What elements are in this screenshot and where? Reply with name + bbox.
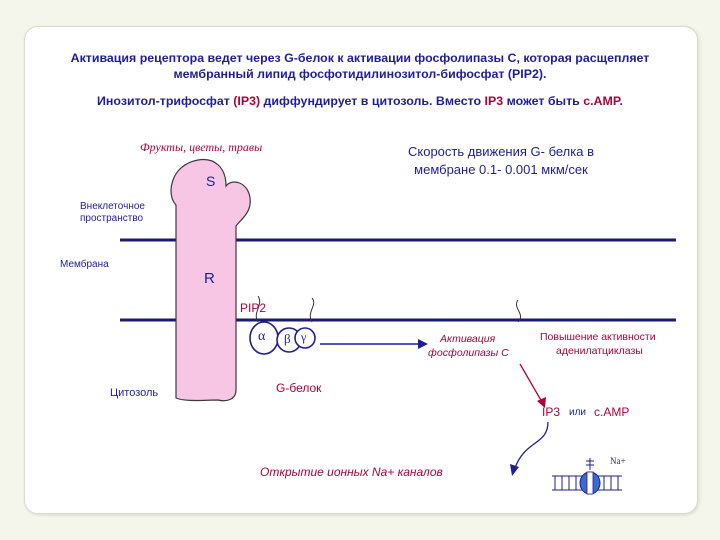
cytosol-label: Цитозоль: [110, 387, 159, 399]
plc-anchor: [516, 299, 522, 323]
receptor-shape: [170, 158, 251, 402]
ip3-label: IP3: [542, 405, 561, 419]
title-line-2: мембранный липид фосфотидилинозитол-бифо…: [173, 67, 547, 81]
na-channel-icon: [552, 458, 622, 495]
subtitle-ip3: (IP3): [233, 94, 261, 108]
beta-label: β: [284, 331, 291, 346]
ac-label-line-2: аденилатциклазы: [556, 345, 643, 357]
alpha-label: α: [258, 329, 266, 344]
extracellular-label-line-2: пространство: [80, 213, 144, 224]
subtitle-part-1: Инозитол-трифосфат: [97, 94, 234, 108]
g-protein-tail-2: [309, 297, 315, 323]
subtitle-part-5: может быть: [503, 94, 584, 108]
arrow-to-plc-head: [418, 339, 428, 349]
subtitle-camp: с.AMP: [583, 94, 620, 108]
subtitle-ip3-2: IP3: [484, 94, 504, 108]
g-gamma-subunit: [294, 327, 316, 349]
subtitle: Инозитол-трифосфат (IP3) диффундирует в …: [0, 94, 720, 108]
speed-label-line-1: Скорость движения G- белка в: [408, 144, 594, 159]
title-line-1: Активация рецептора ведет через G-белок …: [70, 51, 650, 65]
plc-to-ip3-arrow-head: [537, 397, 546, 408]
receptor-r-label: R: [204, 270, 215, 287]
ligands-label: Фрукты, цветы, травы: [140, 140, 263, 154]
camp-label: с.AMP: [594, 405, 630, 419]
g-protein-tail-1: [255, 295, 261, 323]
subtitle-part-7: .: [619, 94, 623, 108]
pip2-label: PIP2: [240, 301, 267, 315]
channels-label: Открытие ионных Na+ каналов: [260, 465, 443, 479]
ip3-to-channels-arrow-head: [510, 464, 519, 476]
ip3-to-channels-arrow: [514, 421, 549, 469]
speed-label-line-2: мембране 0.1- 0.001 мкм/сек: [414, 162, 588, 177]
g-protein-label: G-белок: [276, 381, 322, 395]
plc-label-line-1: Активация: [440, 333, 496, 345]
membrane-label: Мембрана: [60, 259, 109, 270]
receptor-s-label: S: [206, 173, 216, 189]
ac-label-line-1: Повышение активности: [540, 331, 656, 343]
plc-to-ip3-arrow: [519, 363, 543, 403]
or-label: или: [569, 407, 587, 418]
subtitle-part-3: диффундирует в цитозоль. Вместо: [260, 94, 485, 108]
plc-label-line-2: фосфолипазы С: [428, 347, 509, 359]
extracellular-label-line-1: Внеклеточное: [80, 201, 145, 212]
gamma-label: γ: [301, 330, 307, 344]
slide-panel: [24, 26, 698, 514]
na-label: Na+: [610, 456, 626, 466]
